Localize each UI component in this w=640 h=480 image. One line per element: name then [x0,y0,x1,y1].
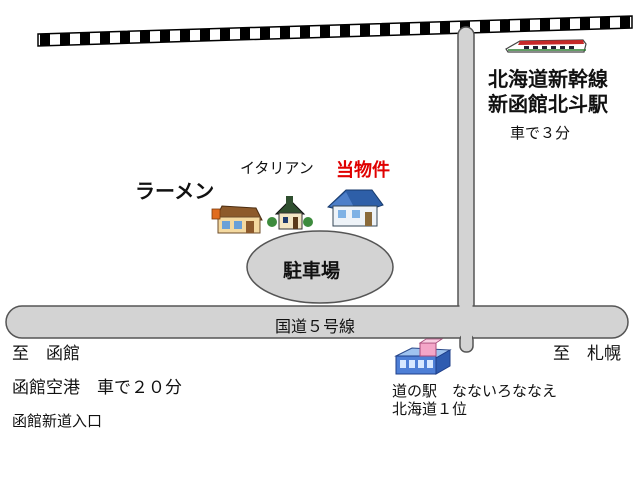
railway-line [37,15,633,47]
italian-label: イタリアン [240,159,314,177]
italian-restaurant-icon [267,196,313,230]
direction-hakodate: 至 函館 [12,344,80,364]
route-5-label: 国道５号線 [275,317,356,336]
direction-sapporo: 至 札幌 [553,344,621,364]
ramen-shop-icon [211,205,263,234]
junction [459,300,473,312]
station-name: 新函館北斗駅 [488,92,608,116]
station-line-name: 北海道新幹線 [488,67,608,91]
michi-no-eki-rank: 北海道１位 [392,400,468,418]
property-label: 当物件 [336,160,390,181]
parking-area [246,230,394,304]
route-5-road [5,305,629,339]
station-access-time: 車で３分 [510,124,571,142]
ramen-label: ラーメン [135,179,215,203]
property-house-icon [326,189,384,227]
airport-info: 函館空港 車で２０分 [12,378,182,398]
michi-no-eki-name: 道の駅 なないろななえ [392,382,558,400]
train-icon [505,39,587,53]
hakodate-shindo-entrance: 函館新道入口 [12,412,103,430]
michi-no-eki-icon [394,338,452,375]
road-to-station [457,26,475,325]
parking-label: 駐車場 [283,260,341,282]
